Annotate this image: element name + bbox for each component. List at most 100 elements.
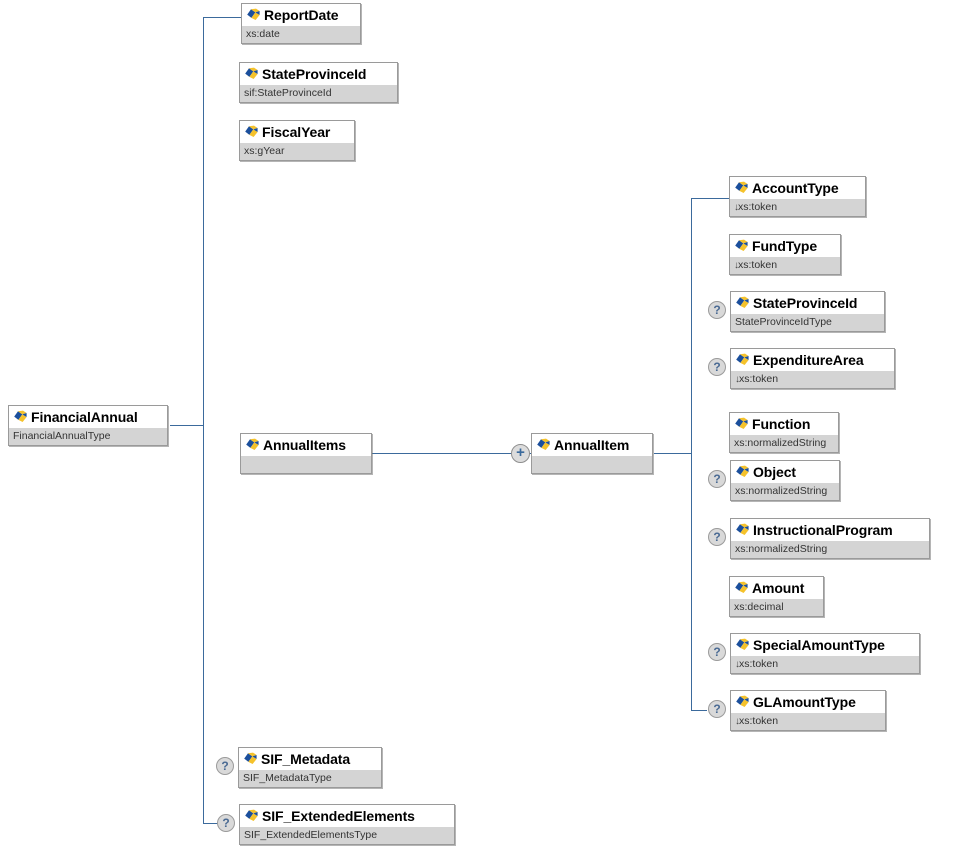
optional-question-icon[interactable]: ? [708,358,726,376]
optional-question-icon[interactable]: ? [708,528,726,546]
node-object[interactable]: Object xs:normalizedString [730,460,840,501]
node-specialamounttype-type: ↓xs:token [735,659,778,671]
optional-question-icon[interactable]: ? [708,470,726,488]
xsd-element-icon [736,695,749,707]
node-accounttype-type-row: ↓xs:token [730,198,865,216]
node-accounttype-type-text: xs:token [738,201,778,213]
node-glamounttype[interactable]: GLAmountType ↓xs:token [730,690,886,731]
node-sif-extendedelements-type-row: SIF_ExtendedElementsType [240,826,454,844]
node-expenditurearea[interactable]: ExpenditureArea ↓xs:token [730,348,895,389]
node-specialamounttype[interactable]: SpecialAmountType ↓xs:token [730,633,920,674]
node-expenditurearea-header: ExpenditureArea [731,349,894,370]
node-sif-metadata-type-row: SIF_MetadataType [239,769,381,787]
restriction-arrow-icon: ↓ [735,716,740,727]
connector-annualitem-to-righttrunk [654,453,692,454]
sequence-symbol: + [516,444,525,461]
node-annualitem-stateprovinceid[interactable]: StateProvinceId StateProvinceIdType [730,291,885,332]
optional-question-icon[interactable]: ? [217,814,235,832]
node-fundtype-type: ↓xs:token [734,260,777,272]
node-annualitem-type-row [532,455,652,473]
xsd-element-icon [245,125,258,137]
node-stateprovinceid-name: StateProvinceId [262,65,367,82]
restriction-arrow-icon: ↓ [734,202,739,213]
node-instructionalprogram[interactable]: InstructionalProgram xs:normalizedString [730,518,930,559]
node-amount-type: xs:decimal [734,601,784,613]
xsd-element-icon [736,353,749,365]
xsd-element-icon [244,752,257,764]
node-amount-type-row: xs:decimal [730,598,823,616]
node-stateprovinceid[interactable]: StateProvinceId sif:StateProvinceId [239,62,398,103]
restriction-arrow-icon: ↓ [735,374,740,385]
node-fundtype[interactable]: FundType ↓xs:token [729,234,841,275]
node-accounttype-name: AccountType [752,179,839,196]
node-accounttype-type: ↓xs:token [734,201,778,214]
node-glamounttype-type: ↓xs:token [735,715,779,728]
node-object-name: Object [753,463,796,480]
node-instructionalprogram-header: InstructionalProgram [731,519,929,540]
node-function[interactable]: Function xs:normalizedString [729,412,839,453]
node-expenditurearea-type-text: xs:token [739,373,779,385]
node-fiscalyear-type-row: xs:gYear [240,142,354,160]
xsd-element-icon [735,581,748,593]
node-sif-metadata[interactable]: SIF_Metadata SIF_MetadataType [238,747,382,788]
xsd-element-icon [735,181,748,193]
node-expenditurearea-name: ExpenditureArea [753,351,864,368]
node-sif-extendedelements[interactable]: SIF_ExtendedElements SIF_ExtendedElement… [239,804,455,845]
optional-question-icon[interactable]: ? [216,757,234,775]
connector-left-trunk [203,17,204,824]
connector-righttrunk-to-glamounttype [691,710,707,711]
node-instructionalprogram-type: xs:normalizedString [735,543,828,555]
sequence-plus-icon[interactable]: + [511,444,530,463]
node-amount[interactable]: Amount xs:decimal [729,576,824,617]
node-stateprovinceid-type-row: sif:StateProvinceId [240,84,397,102]
connector-righttrunk-to-accounttype [691,198,729,199]
node-sif-extendedelements-name: SIF_ExtendedElements [262,807,415,824]
xsd-element-icon [14,410,27,422]
node-fundtype-header: FundType [730,235,840,256]
optional-question-icon[interactable]: ? [708,643,726,661]
node-accounttype[interactable]: AccountType ↓xs:token [729,176,866,217]
xsd-element-icon [735,417,748,429]
node-glamounttype-type-text: xs:token [739,715,779,727]
node-financialannual[interactable]: FinancialAnnual FinancialAnnualType [8,405,168,446]
node-glamounttype-type-row: ↓xs:token [731,712,885,730]
node-annualitem-stateprovinceid-name: StateProvinceId [753,294,858,311]
optional-question-icon[interactable]: ? [708,301,726,319]
node-amount-name: Amount [752,579,805,596]
node-annualitems-header: AnnualItems [241,434,371,455]
node-annualitem-header: AnnualItem [532,434,652,455]
node-financialannual-header: FinancialAnnual [9,406,167,427]
node-glamounttype-name: GLAmountType [753,693,856,710]
optional-question-icon[interactable]: ? [708,700,726,718]
node-financialannual-type: FinancialAnnualType [13,430,111,442]
node-fiscalyear-name: FiscalYear [262,123,331,140]
node-fiscalyear[interactable]: FiscalYear xs:gYear [239,120,355,161]
xsd-element-icon [736,523,749,535]
node-annualitem-stateprovinceid-header: StateProvinceId [731,292,884,313]
node-annualitem[interactable]: AnnualItem [531,433,653,474]
connector-sequence-to-annualitem [529,453,532,454]
xsd-element-icon [537,438,550,450]
connector-trunk-to-extendedelements [203,823,219,824]
node-sif-extendedelements-type: SIF_ExtendedElementsType [244,829,378,841]
node-sif-extendedelements-header: SIF_ExtendedElements [240,805,454,826]
connector-annualitems-to-sequence [372,453,513,454]
node-reportdate[interactable]: ReportDate xs:date [241,3,361,44]
node-annualitem-name: AnnualItem [554,436,630,453]
node-expenditurearea-type-row: ↓xs:token [731,370,894,388]
node-expenditurearea-type: ↓xs:token [735,373,779,386]
node-specialamounttype-name: SpecialAmountType [753,636,885,653]
node-reportdate-type-row: xs:date [242,25,360,43]
node-financialannual-name: FinancialAnnual [31,408,138,425]
node-fundtype-name: FundType [752,237,818,254]
node-annualitems-name: AnnualItems [263,436,346,453]
node-instructionalprogram-name: InstructionalProgram [753,521,893,538]
node-annualitems[interactable]: AnnualItems [240,433,372,474]
node-annualitems-type-row [241,455,371,473]
restriction-arrow-icon: ↓ [734,260,739,271]
node-specialamounttype-header: SpecialAmountType [731,634,919,655]
node-annualitem-stateprovinceid-type-row: StateProvinceIdType [731,313,884,331]
node-object-type-row: xs:normalizedString [731,482,839,500]
node-financialannual-type-row: FinancialAnnualType [9,427,167,445]
